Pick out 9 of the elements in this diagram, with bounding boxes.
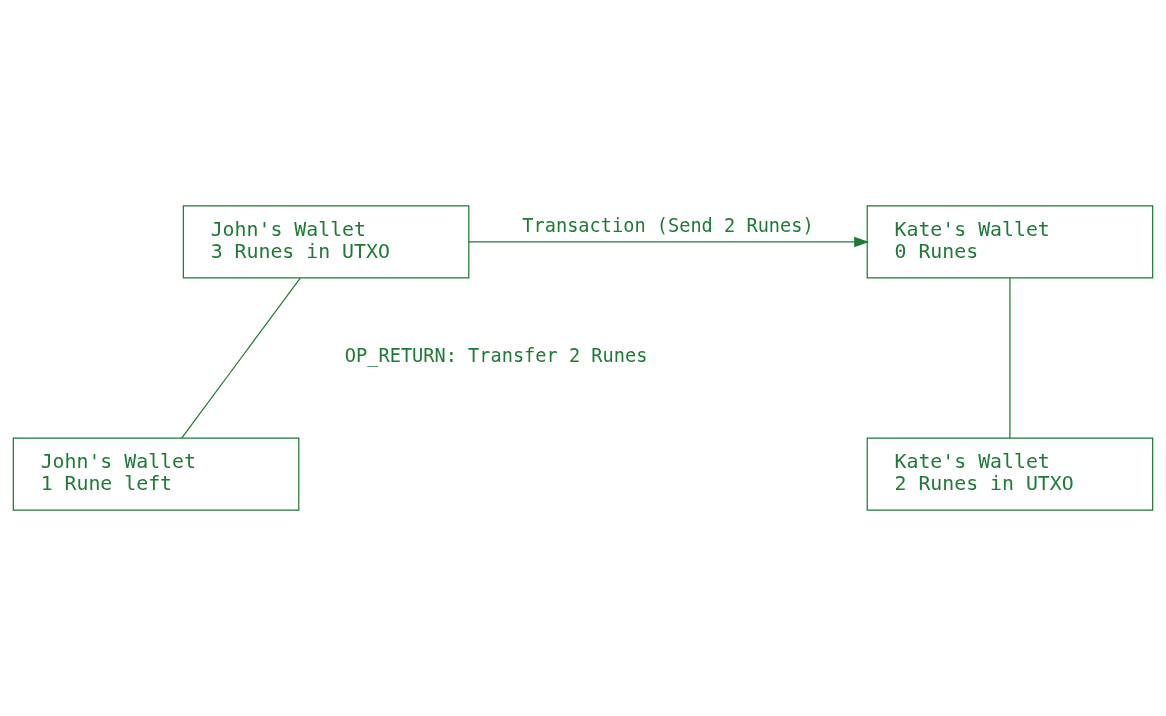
label: OP_RETURN: Transfer 2 Runes [344, 345, 648, 367]
arrow [468, 236, 870, 248]
edge-label: Transaction (Send 2 Runes) [522, 215, 814, 237]
node-box: Kate's Wallet 2 Runes in UTXO [866, 437, 1154, 511]
connector [181, 277, 301, 439]
node-box: Kate's Wallet 0 Runes [866, 205, 1154, 279]
node-box: John's Wallet 3 Runes in UTXO [182, 205, 470, 279]
connector [1009, 277, 1011, 439]
node-box: John's Wallet 1 Rune left [12, 437, 300, 511]
